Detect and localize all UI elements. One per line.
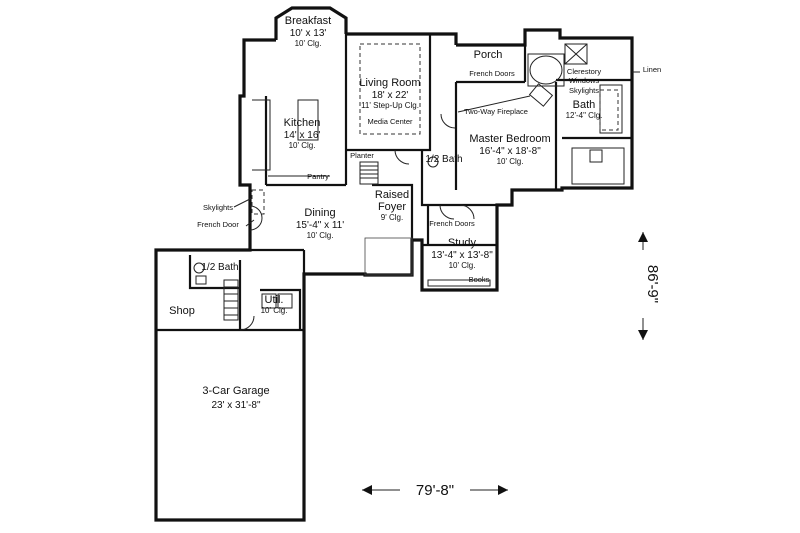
svg-text:10' Clg.: 10' Clg. — [307, 231, 334, 240]
note-clerestory-1: Clerestory — [567, 67, 601, 76]
svg-text:Foyer: Foyer — [378, 201, 406, 213]
arrow-down-icon — [638, 330, 648, 340]
svg-text:Master Bedroom: Master Bedroom — [469, 133, 550, 145]
svg-text:9' Clg.: 9' Clg. — [381, 213, 403, 222]
foyer-stairs — [359, 161, 379, 185]
svg-text:16'-4" x 18'-8": 16'-4" x 18'-8" — [479, 146, 541, 157]
svg-text:10' Clg.: 10' Clg. — [449, 261, 476, 270]
arrow-right-icon — [498, 485, 508, 495]
dimension-depth: 86'-9" — [638, 232, 661, 340]
room-label-study: Study 13'-4" x 13'-8" 10' Clg. — [431, 237, 493, 270]
note-porch: Porch — [474, 49, 503, 61]
interior-walls — [156, 34, 632, 332]
note-french-door-left: French Door — [197, 220, 239, 229]
dimension-width: 79'-8" — [362, 482, 508, 499]
dimension-width-label: 79'-8" — [416, 482, 454, 499]
svg-text:Living Room: Living Room — [359, 77, 420, 89]
room-label-foyer: Raised Foyer 9' Clg. — [375, 189, 409, 222]
room-label-garage: 3-Car Garage 23' x 31'-8" — [202, 385, 269, 411]
svg-text:10' Clg.: 10' Clg. — [295, 39, 322, 48]
note-two-way-fireplace: Two-Way Fireplace — [464, 107, 528, 116]
note-planter: Planter — [350, 151, 374, 160]
svg-text:Raised: Raised — [375, 189, 409, 201]
note-half-bath-1: 1/2 Bath — [425, 154, 462, 165]
plan-notes: Porch French Doors Two-Way Fireplace Med… — [197, 49, 661, 284]
note-books: Books — [469, 275, 490, 284]
svg-text:10' x 13': 10' x 13' — [290, 28, 327, 39]
leader-lines — [233, 71, 640, 227]
svg-text:12'-4" Clg.: 12'-4" Clg. — [566, 111, 603, 120]
arrow-left-icon — [362, 485, 372, 495]
svg-text:Bath: Bath — [573, 99, 596, 111]
room-label-util: Util. 10' Clg. — [261, 294, 288, 315]
svg-text:3-Car Garage: 3-Car Garage — [202, 385, 269, 397]
dimension-depth-label: 86'-9" — [644, 265, 661, 303]
svg-text:18' x 22': 18' x 22' — [372, 90, 409, 101]
note-skylights-left: Skylights — [203, 203, 233, 212]
garage-stairs — [223, 279, 239, 321]
note-half-bath-2: 1/2 Bath — [201, 262, 238, 273]
note-skylights-bath: Skylights — [569, 86, 599, 95]
room-label-breakfast: Breakfast 10' x 13' 10' Clg. — [285, 15, 331, 48]
svg-text:11' Step-Up Clg.: 11' Step-Up Clg. — [361, 101, 419, 110]
note-pantry: Pantry — [307, 172, 329, 181]
note-media-center: Media Center — [367, 117, 413, 126]
svg-text:10' Clg.: 10' Clg. — [261, 306, 288, 315]
room-label-bath: Bath 12'-4" Clg. — [566, 99, 603, 120]
room-label-shop: Shop — [169, 305, 195, 317]
svg-text:10' Clg.: 10' Clg. — [289, 141, 316, 150]
svg-text:10' Clg.: 10' Clg. — [497, 157, 524, 166]
note-french-doors-study: French Doors — [429, 219, 475, 228]
svg-text:13'-4" x 13'-8": 13'-4" x 13'-8" — [431, 250, 493, 261]
svg-text:Util.: Util. — [265, 294, 284, 306]
fixtures — [193, 43, 625, 331]
room-label-kitchen: Kitchen 14' x 16' 10' Clg. — [284, 117, 321, 150]
svg-text:15'-4" x 11': 15'-4" x 11' — [296, 220, 344, 231]
note-linen: Linen — [643, 65, 661, 74]
svg-text:Dining: Dining — [304, 207, 335, 219]
arrow-up-icon — [638, 232, 648, 242]
room-label-living: Living Room 18' x 22' 11' Step-Up Clg. — [359, 77, 420, 110]
note-clerestory-2: Windows — [569, 76, 600, 85]
note-french-doors-porch: French Doors — [469, 69, 515, 78]
room-label-master: Master Bedroom 16'-4" x 18'-8" 10' Clg. — [469, 133, 550, 166]
exterior-walls — [154, 6, 634, 522]
room-label-dining: Dining 15'-4" x 11' 10' Clg. — [296, 207, 344, 240]
svg-text:Study: Study — [448, 237, 477, 249]
svg-text:14' x 16': 14' x 16' — [284, 130, 321, 141]
svg-text:23' x 31'-8": 23' x 31'-8" — [211, 400, 261, 411]
svg-text:Breakfast: Breakfast — [285, 15, 331, 27]
svg-text:Kitchen: Kitchen — [284, 117, 321, 129]
